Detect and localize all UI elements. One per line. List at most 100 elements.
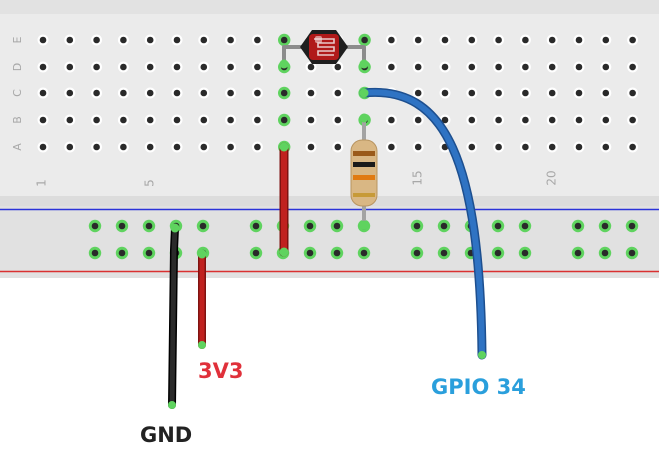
contact-point (359, 220, 369, 230)
breadboard-hole (117, 87, 129, 99)
breadboard-hole (600, 141, 612, 153)
row-letter: D (11, 63, 24, 71)
breadboard-hole (171, 87, 183, 99)
breadboard-hole (171, 114, 183, 126)
breadboard-center-groove (0, 196, 659, 206)
breadboard-hole (225, 87, 237, 99)
contact-point (279, 59, 289, 69)
breadboard-hole (519, 61, 531, 73)
breadboard-hole (385, 61, 397, 73)
breadboard-hole-connected (142, 246, 156, 260)
breadboard-hole (493, 141, 505, 153)
breadboard-hole (385, 114, 397, 126)
breadboard-hole (332, 114, 344, 126)
breadboard-hole (171, 141, 183, 153)
breadboard-hole (198, 61, 210, 73)
breadboard-hole-connected (571, 219, 585, 233)
breadboard-hole (493, 114, 505, 126)
breadboard-hole (600, 61, 612, 73)
breadboard-hole (198, 114, 210, 126)
breadboard-hole (332, 61, 344, 73)
breadboard-hole (225, 61, 237, 73)
breadboard-hole (64, 141, 76, 153)
breadboard-hole (91, 114, 103, 126)
row-letters: E D C B A (11, 36, 24, 150)
breadboard-hole (412, 141, 424, 153)
breadboard-hole (573, 114, 585, 126)
breadboard-hole (305, 87, 317, 99)
breadboard-hole (519, 114, 531, 126)
breadboard-hole (198, 141, 210, 153)
breadboard-hole-connected (410, 246, 424, 260)
breadboard-hole-connected (278, 86, 291, 100)
breadboard-hole (546, 114, 558, 126)
breadboard-hole (144, 87, 156, 99)
contact-point (279, 247, 289, 257)
breadboard-hole (627, 61, 639, 73)
breadboard-hole (305, 114, 317, 126)
breadboard-hole (493, 34, 505, 46)
breadboard-hole (412, 87, 424, 99)
breadboard-hole (466, 141, 478, 153)
breadboard-hole (117, 141, 129, 153)
breadboard-hole-connected (625, 246, 639, 260)
breadboard-hole (171, 61, 183, 73)
breadboard-hole (37, 141, 49, 153)
breadboard-hole (466, 34, 478, 46)
breadboard-hole (171, 34, 183, 46)
contact-point (359, 113, 369, 123)
breadboard-hole (91, 87, 103, 99)
breadboard-hole (37, 87, 49, 99)
contact-point (279, 142, 289, 152)
breadboard-hole (519, 141, 531, 153)
breadboard-hole (546, 141, 558, 153)
column-number: 5 (143, 179, 157, 187)
breadboard-hole-connected (437, 219, 451, 233)
row-letter: A (11, 143, 24, 151)
breadboard-hole-connected (196, 219, 210, 233)
breadboard-hole (117, 114, 129, 126)
breadboard-hole (466, 61, 478, 73)
contact-point (170, 223, 180, 233)
breadboard-hole-connected (330, 219, 344, 233)
gpio34-label: GPIO 34 (431, 375, 526, 399)
breadboard-hole (64, 87, 76, 99)
breadboard-hole (332, 87, 344, 99)
gpio34-wire (359, 87, 487, 360)
breadboard-hole (439, 87, 451, 99)
breadboard-hole-connected (598, 219, 612, 233)
breadboard-hole-connected (410, 219, 424, 233)
breadboard-hole (493, 87, 505, 99)
breadboard-hole-connected (330, 246, 344, 260)
breadboard-hole (37, 114, 49, 126)
breadboard-hole-connected (491, 246, 505, 260)
breadboard-hole (627, 87, 639, 99)
breadboard-hole (519, 87, 531, 99)
breadboard-hole (91, 141, 103, 153)
breadboard-hole (37, 61, 49, 73)
breadboard-hole (573, 141, 585, 153)
breadboard-hole (144, 141, 156, 153)
breadboard-hole (64, 34, 76, 46)
breadboard-hole (385, 141, 397, 153)
contact-point (359, 59, 369, 69)
breadboard-hole (519, 34, 531, 46)
breadboard-hole (573, 34, 585, 46)
breadboard-hole-connected (357, 246, 371, 260)
breadboard-hole-connected (115, 246, 129, 260)
breadboard-hole (439, 61, 451, 73)
gnd-label: GND (140, 423, 193, 447)
breadboard-hole-connected (571, 246, 585, 260)
breadboard-hole (412, 114, 424, 126)
column-number: 20 (545, 170, 559, 185)
breadboard-hole-connected (358, 33, 371, 47)
breadboard-hole (251, 61, 263, 73)
breadboard-hole (144, 61, 156, 73)
row-letter: E (11, 36, 24, 43)
breadboard-hole (64, 61, 76, 73)
breadboard-hole (91, 34, 103, 46)
breadboard-hole (600, 34, 612, 46)
breadboard-hole-connected (142, 219, 156, 233)
photoresistor (282, 30, 366, 64)
